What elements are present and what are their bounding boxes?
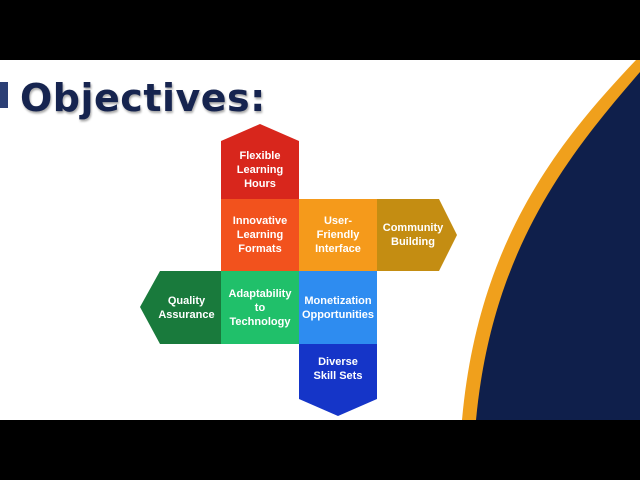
slide: Objectives: Flexible Learning Hours Inno… <box>0 60 640 420</box>
tile-flexible-label: Flexible Learning Hours <box>236 150 284 190</box>
tile-userfriendly-label: User-Friendly Interface <box>315 215 361 255</box>
tile-adaptability-shape <box>221 271 299 344</box>
tile-community-shape <box>377 199 457 271</box>
tile-adaptability-label: Adaptability to Technology <box>228 287 292 328</box>
tile-monetization-shape <box>299 271 377 344</box>
tile-diverse-shape <box>299 344 377 416</box>
blue-corner-accent <box>0 82 8 108</box>
tile-monetization-label: Monetization Opportunities <box>301 294 375 321</box>
slide-title: Objectives: <box>20 76 266 120</box>
tile-innovative-shape <box>221 199 299 271</box>
objectives-diagram <box>140 124 457 416</box>
slide-decoration <box>0 60 640 420</box>
tile-quality-label: Quality Assurance <box>158 294 215 321</box>
navy-band <box>476 72 640 420</box>
tile-diverse-label: Diverse Skill Sets <box>313 356 363 382</box>
tile-flexible-shape <box>221 124 299 199</box>
tile-userfriendly-shape <box>299 199 377 271</box>
tile-quality-shape <box>140 271 221 344</box>
tile-innovative-label: Innovative Learning Formats <box>232 215 288 255</box>
tile-community-label: Community Building <box>382 222 444 248</box>
